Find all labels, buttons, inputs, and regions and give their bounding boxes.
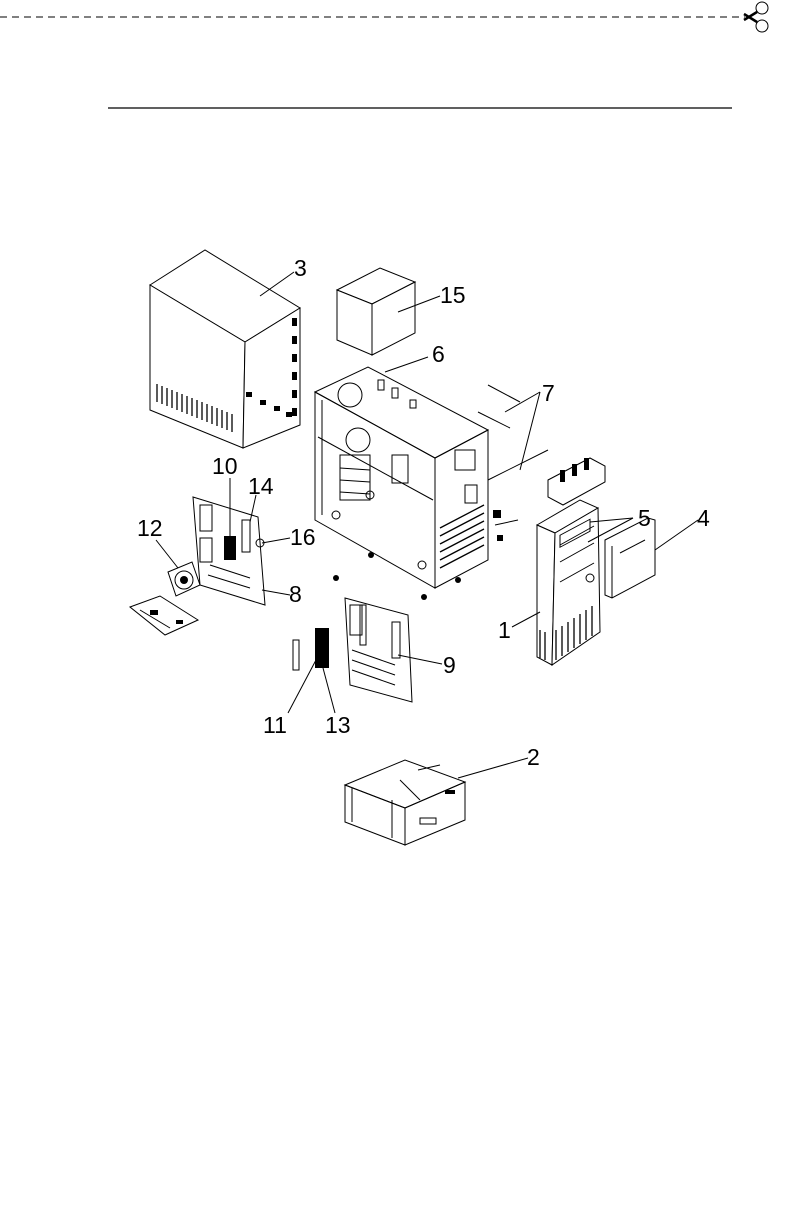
part-heatsink: [130, 562, 200, 635]
callout-8: 8: [289, 581, 302, 607]
callout-7: 7: [542, 380, 555, 406]
part-power-supply: [337, 268, 415, 355]
part-drive-cage: [345, 760, 465, 845]
callout-16: 16: [290, 524, 316, 550]
callout-15: 15: [440, 282, 466, 308]
callout-10: 10: [212, 453, 238, 479]
callout-4: 4: [697, 505, 710, 531]
callout-6: 6: [432, 341, 445, 367]
scissors-icon: [744, 2, 768, 32]
callout-14: 14: [248, 473, 274, 499]
callout-13: 13: [325, 712, 351, 738]
part-system-board-alt: [345, 598, 412, 702]
callout-1: 1: [498, 617, 511, 643]
part-system-board: [193, 497, 265, 605]
callout-12: 12: [137, 515, 163, 541]
callout-11: 11: [263, 712, 287, 738]
callout-2: 2: [527, 744, 540, 770]
part-front-bezel: [537, 500, 600, 665]
part-cover: [150, 250, 300, 448]
callout-9: 9: [443, 652, 456, 678]
callout-5: 5: [638, 505, 651, 531]
part-chassis: [315, 367, 488, 600]
part-memory: [293, 628, 329, 670]
callout-3: 3: [294, 255, 307, 281]
